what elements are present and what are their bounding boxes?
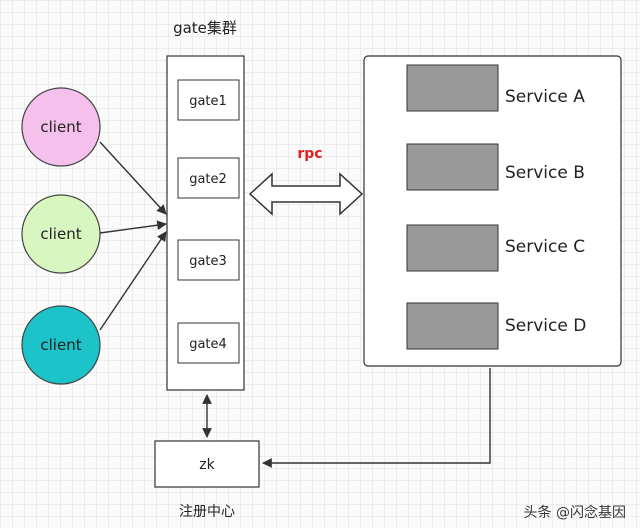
- client-label: client: [40, 225, 81, 243]
- watermark: 头条 @闪念基因: [523, 505, 626, 521]
- service-zk-connector: [262, 368, 491, 468]
- client-node-1: client: [21, 87, 101, 167]
- rpc-double-arrow: [248, 172, 364, 216]
- service-label: Service B: [505, 163, 585, 183]
- client-3-arrow: [99, 231, 167, 331]
- gate-node-1: gate1: [177, 79, 240, 121]
- gate-label: gate4: [189, 337, 227, 352]
- gate-node-3: gate3: [177, 239, 240, 281]
- service-node-b: Service B: [406, 143, 585, 191]
- zk-label: zk: [199, 457, 215, 473]
- client-2-arrow: [99, 220, 167, 234]
- client-label: client: [40, 118, 81, 136]
- service-label: Service A: [505, 87, 585, 107]
- client-1-arrow: [99, 141, 167, 215]
- service-label: Service C: [505, 237, 585, 257]
- service-label: Service D: [505, 316, 586, 336]
- service-node-c: Service C: [406, 224, 585, 272]
- rpc-label: rpc: [297, 146, 322, 162]
- service-node-d: Service D: [406, 302, 586, 350]
- registry-caption: 注册中心: [179, 504, 235, 520]
- service-container: [363, 55, 622, 367]
- service-node-a: Service A: [406, 64, 585, 112]
- gate-label: gate3: [189, 254, 227, 269]
- gate-cluster-title: gate集群: [173, 19, 237, 37]
- client-node-2: client: [21, 194, 101, 274]
- gate-label: gate2: [189, 172, 227, 187]
- gate-node-2: gate2: [177, 157, 240, 199]
- zk-node: [154, 440, 260, 488]
- client-label: client: [40, 336, 81, 354]
- gate-label: gate1: [189, 94, 227, 109]
- gate-node-4: gate4: [177, 322, 240, 364]
- client-node-3: client: [21, 305, 101, 385]
